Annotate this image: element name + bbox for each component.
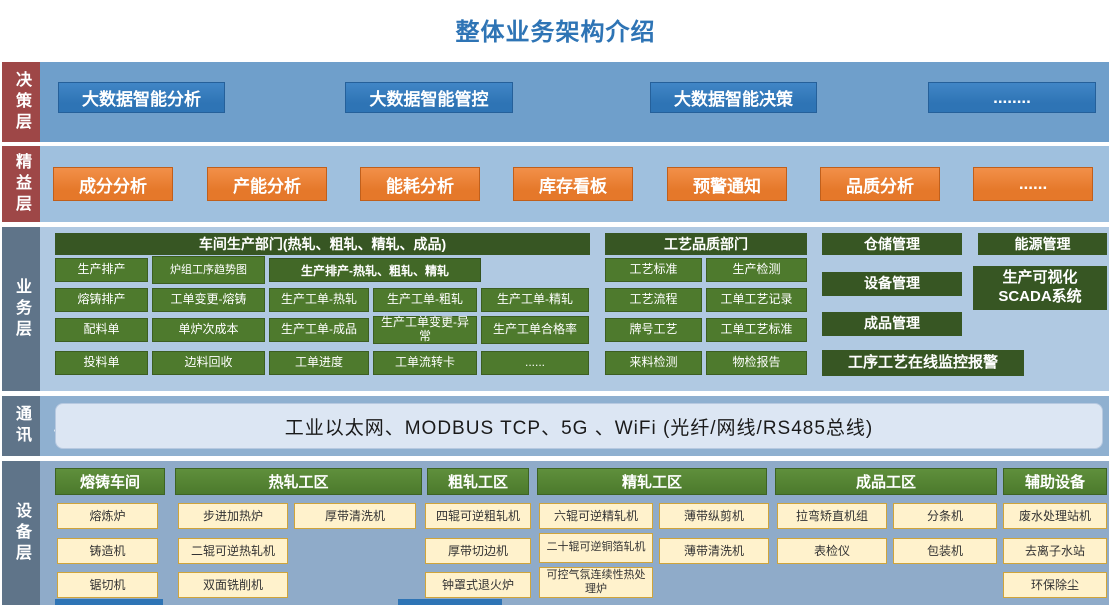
decision-box: 大数据智能分析	[58, 82, 225, 113]
device-item: 六辊可逆精轧机	[539, 503, 653, 529]
lean-box-more: ......	[973, 167, 1093, 201]
business-cell-more: ......	[481, 351, 589, 375]
business-layer: 业务层 车间生产部门(热轧、粗轧、精轧、成品) 工艺品质部门 仓储管理 能源管理…	[2, 227, 1109, 391]
quality-cell: 工单工艺标准	[706, 318, 807, 342]
workshop-header: 车间生产部门(热轧、粗轧、精轧、成品)	[55, 233, 590, 255]
device-item: 拉弯矫直机组	[777, 503, 887, 529]
device-item: 薄带纵剪机	[659, 503, 769, 529]
quality-cell: 工艺流程	[605, 288, 702, 312]
business-cell: 生产工单变更-异常	[373, 315, 477, 344]
decision-box: 大数据智能管控	[345, 82, 513, 113]
lean-layer-label: 精益层	[2, 146, 40, 222]
lean-box: 成分分析	[53, 167, 173, 201]
device-item: 废水处理站机	[1003, 503, 1107, 529]
lean-box: 库存看板	[513, 167, 633, 201]
device-item: 双面铣削机	[178, 572, 288, 598]
quality-cell: 工艺标准	[605, 258, 702, 282]
device-item: 钟罩式退火炉	[425, 572, 531, 598]
energy-management-box: 能源管理	[978, 233, 1107, 255]
lean-box: 产能分析	[207, 167, 327, 201]
quality-cell: 生产检测	[706, 258, 807, 282]
decision-box-more: ........	[928, 82, 1096, 113]
lean-box: 能耗分析	[360, 167, 480, 201]
business-cell: 边料回收	[152, 351, 265, 375]
device-zone-header: 精轧工区	[537, 468, 767, 495]
decision-layer: 决策层 大数据智能分析 大数据智能管控 大数据智能决策 ........	[2, 62, 1109, 142]
lean-layer: 精益层 成分分析 产能分析 能耗分析 库存看板 预警通知 品质分析 ......	[2, 146, 1109, 222]
business-cell: 单炉次成本	[152, 318, 265, 342]
device-zone-header: 热轧工区	[175, 468, 422, 495]
device-layer: 设备层 熔铸车间 热轧工区 粗轧工区 精轧工区 成品工区 辅助设备 熔炼炉 铸造…	[2, 461, 1109, 605]
cutoff-box	[398, 599, 502, 605]
business-layer-label: 业务层	[2, 227, 40, 391]
device-zone-header: 粗轧工区	[427, 468, 529, 495]
equipment-management-box: 设备管理	[822, 272, 962, 296]
device-item: 铸造机	[57, 538, 158, 564]
business-cell: 生产工单合格率	[481, 316, 589, 344]
business-cell: 配料单	[55, 318, 148, 342]
process-monitor-box: 工序工艺在线监控报警	[822, 350, 1024, 376]
device-zone-header: 辅助设备	[1003, 468, 1107, 495]
business-cell: 生产工单-热轧	[269, 288, 369, 312]
quality-cell: 牌号工艺	[605, 318, 702, 342]
decision-layer-label: 决策层	[2, 62, 40, 142]
quality-cell: 工单工艺记录	[706, 288, 807, 312]
business-cell: 熔铸排产	[55, 288, 148, 312]
device-item: 环保除尘	[1003, 572, 1107, 598]
business-cell: 工单变更-熔铸	[152, 288, 265, 312]
quality-header: 工艺品质部门	[605, 233, 807, 255]
business-cell: 投料单	[55, 351, 148, 375]
device-item: 四辊可逆粗轧机	[425, 503, 531, 529]
business-cell: 生产工单-成品	[269, 318, 369, 342]
business-cell: 工单流转卡	[373, 351, 477, 375]
business-cell: 炉组工序趋势图	[152, 256, 265, 284]
business-cell: 工单进度	[269, 351, 369, 375]
device-item: 厚带切边机	[425, 538, 531, 564]
finished-management-box: 成品管理	[822, 312, 962, 336]
device-item: 厚带清洗机	[294, 503, 416, 529]
business-cell: 生产排产	[55, 258, 148, 282]
device-item: 二十辊可逆铜箔轧机	[539, 533, 653, 563]
business-cell: 生产工单-粗轧	[373, 288, 477, 312]
device-zone-header: 熔铸车间	[55, 468, 165, 495]
page-title: 整体业务架构介绍	[455, 19, 656, 46]
device-item: 可控气氛连续性热处理炉	[539, 567, 653, 598]
decision-box: 大数据智能决策	[650, 82, 817, 113]
device-item: 薄带清洗机	[659, 538, 769, 564]
device-item: 二辊可逆热轧机	[178, 538, 288, 564]
device-item: 表检仪	[777, 538, 887, 564]
quality-cell: 来料检测	[605, 351, 702, 375]
device-item: 熔炼炉	[57, 503, 158, 529]
comm-layer: 通讯层 工业以太网、MODBUS TCP、5G 、WiFi (光纤/网线/RS4…	[2, 396, 1109, 456]
device-item: 分条机	[893, 503, 997, 529]
device-layer-label: 设备层	[2, 461, 40, 605]
lean-box: 预警通知	[667, 167, 787, 201]
warehouse-management-box: 仓储管理	[822, 233, 962, 255]
device-item: 去离子水站	[1003, 538, 1107, 564]
quality-cell: 物检报告	[706, 351, 807, 375]
device-item: 包装机	[893, 538, 997, 564]
device-item: 步进加热炉	[178, 503, 288, 529]
cutoff-box	[55, 599, 163, 605]
device-item: 锯切机	[57, 572, 158, 598]
business-cell: 生产工单-精轧	[481, 288, 589, 312]
device-zone-header: 成品工区	[775, 468, 997, 495]
workshop-subheader: 生产排产-热轧、粗轧、精轧	[269, 258, 481, 282]
lean-box: 品质分析	[820, 167, 940, 201]
scada-box: 生产可视化SCADA系统	[973, 266, 1107, 310]
comm-layer-label: 通讯层	[2, 396, 68, 456]
comm-bus-box: 工业以太网、MODBUS TCP、5G 、WiFi (光纤/网线/RS485总线…	[55, 403, 1103, 449]
